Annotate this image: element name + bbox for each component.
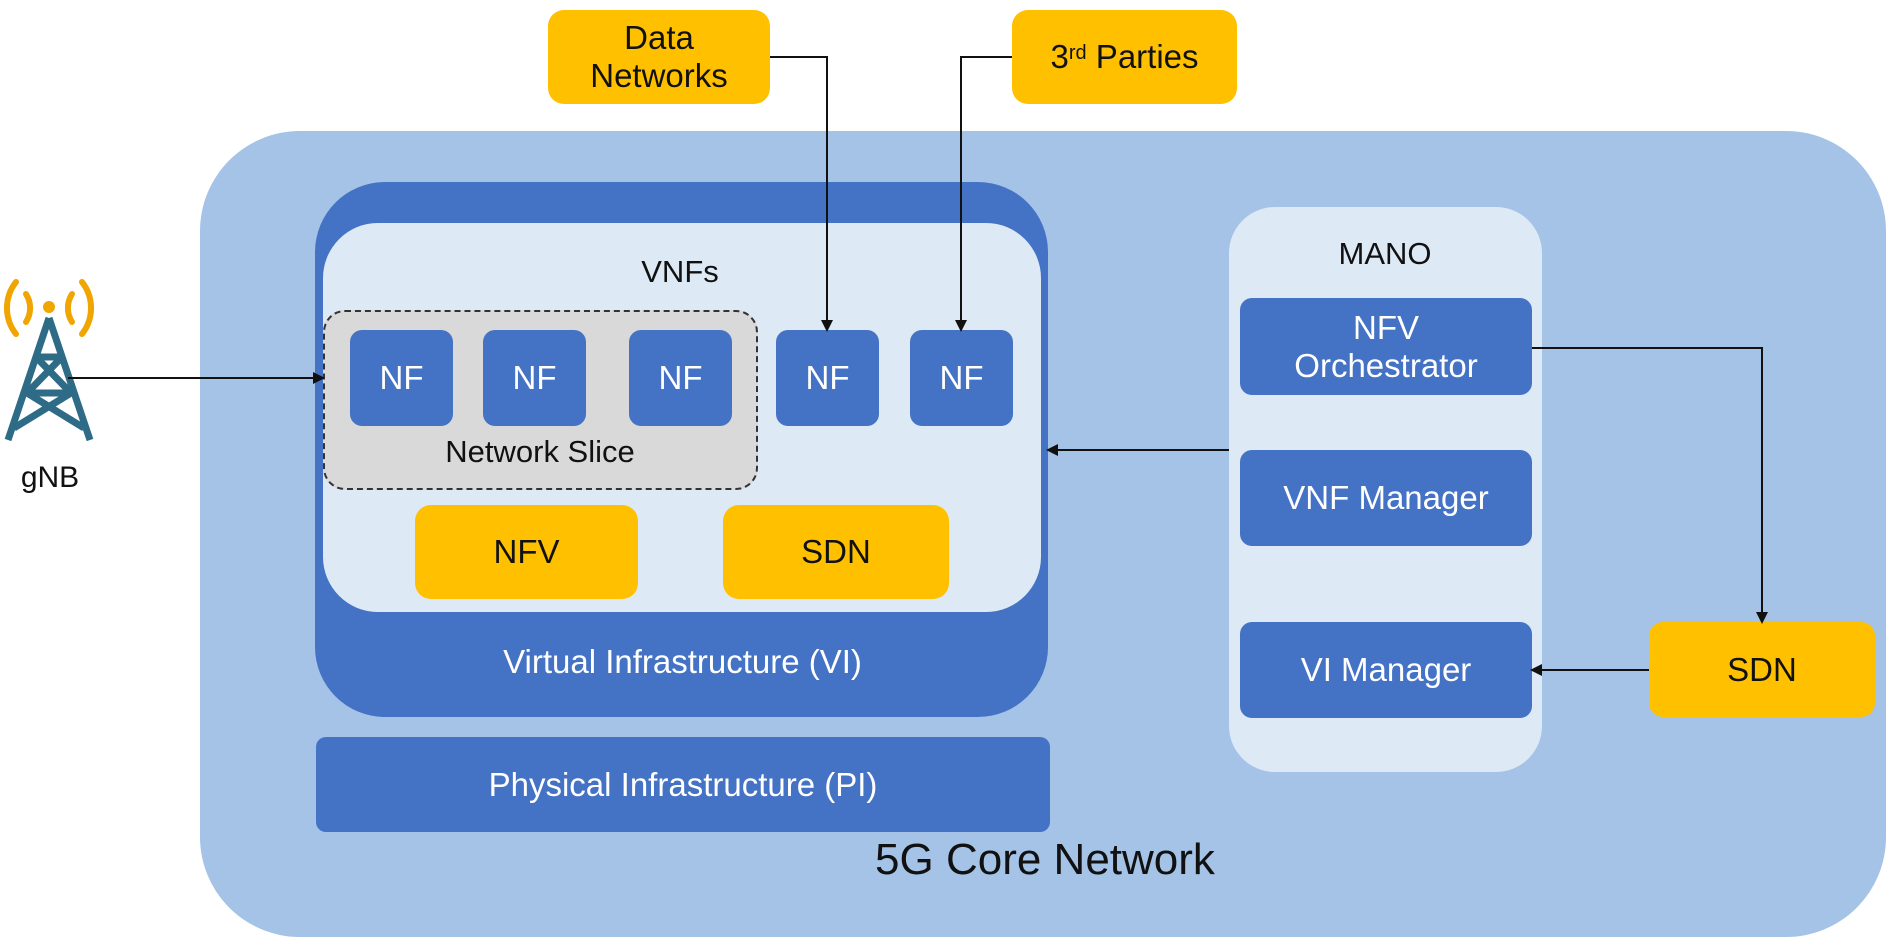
nf-box-1[interactable]: NF [350,330,453,426]
third-parties-number: 3 [1050,38,1069,75]
nfv-box[interactable]: NFV [415,505,638,599]
nf-box-5[interactable]: NF [910,330,1013,426]
arrow-third-parties-to-nf [955,56,1012,332]
arrow-orchestrator-to-sdn [1532,347,1768,624]
virtual-infrastructure-label: Virtual Infrastructure (VI) [503,643,862,680]
network-slice-label: Network Slice [445,434,635,469]
third-parties-text: Parties [1086,38,1199,75]
sdn-external-box[interactable]: SDN [1649,622,1875,717]
gnb-label: gNB [20,461,80,494]
third-parties-ordinal-suffix: rd [1068,41,1087,64]
nfv-orchestrator-box[interactable]: NFV Orchestrator [1240,298,1532,395]
data-networks-box[interactable]: Data Networks [548,10,770,104]
vnfs-title: VNFs [641,254,719,289]
arrow-data-networks-to-nf [770,56,833,332]
mano-title: MANO [1338,236,1432,271]
5g-core-network-label: 5G Core Network [875,835,1215,884]
nf-box-2[interactable]: NF [483,330,586,426]
physical-infrastructure-box[interactable]: Physical Infrastructure (PI) [316,737,1050,832]
nf-box-4[interactable]: NF [776,330,879,426]
vi-manager-box[interactable]: VI Manager [1240,622,1532,718]
cell-tower-icon [4,279,94,442]
sdn-inner-box[interactable]: SDN [723,505,949,599]
nf-box-3[interactable]: NF [629,330,732,426]
vnf-manager-box[interactable]: VNF Manager [1240,450,1532,546]
